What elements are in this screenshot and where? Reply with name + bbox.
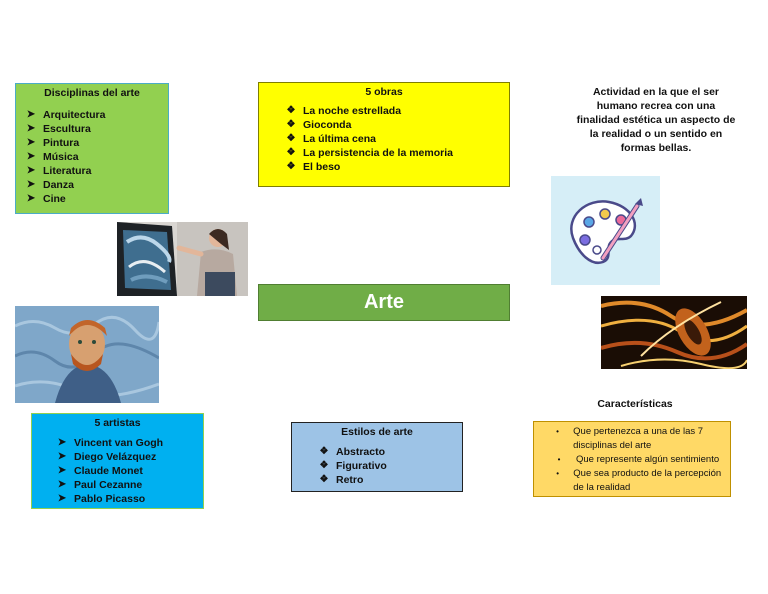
arrow-bullet-icon: ➤: [56, 436, 68, 450]
list-item: ➤Pablo Picasso: [56, 492, 197, 506]
arrow-bullet-icon: ➤: [56, 478, 68, 492]
arrow-bullet-icon: ➤: [25, 122, 37, 136]
estilos-title: Estilos de arte: [298, 426, 456, 438]
abstract-violin-art: [601, 296, 747, 369]
artistas-title: 5 artistas: [38, 417, 197, 429]
list-item: •Que pertenezca a una de las 7 disciplin…: [554, 425, 724, 453]
arrow-bullet-icon: ➤: [25, 108, 37, 122]
disciplinas-box: Disciplinas del arte ➤Arquitectura ➤Escu…: [15, 83, 169, 214]
diamond-bullet-icon: ❖: [285, 146, 297, 160]
list-item: ➤Claude Monet: [56, 464, 197, 478]
arrow-bullet-icon: ➤: [56, 450, 68, 464]
list-item: ❖El beso: [285, 160, 503, 174]
list-item: ➤Paul Cezanne: [56, 478, 197, 492]
diamond-bullet-icon: ❖: [285, 104, 297, 118]
caracteristicas-box: •Que pertenezca a una de las 7 disciplin…: [533, 421, 731, 497]
list-item: ➤Música: [25, 150, 162, 164]
list-item: ➤Diego Velázquez: [56, 450, 197, 464]
list-item: ➤Cine: [25, 192, 162, 206]
arrow-bullet-icon: ➤: [56, 492, 68, 506]
diamond-bullet-icon: ❖: [318, 445, 330, 459]
list-item: ❖Figurativo: [318, 459, 456, 473]
diamond-bullet-icon: ❖: [285, 132, 297, 146]
caracteristicas-title: Características: [575, 398, 695, 410]
list-item: ➤Danza: [25, 178, 162, 192]
diamond-bullet-icon: ❖: [285, 160, 297, 174]
obras-box: 5 obras ❖La noche estrellada ❖Gioconda ❖…: [258, 82, 510, 187]
diamond-bullet-icon: ❖: [318, 473, 330, 487]
list-item: •Que sea producto de la percepción de la…: [554, 467, 724, 495]
list-item: ❖La noche estrellada: [285, 104, 503, 118]
disciplinas-list: ➤Arquitectura ➤Escultura ➤Pintura ➤Músic…: [22, 108, 162, 206]
arrow-bullet-icon: ➤: [25, 150, 37, 164]
list-item: ❖Retro: [318, 473, 456, 487]
dot-bullet-icon: •: [554, 467, 561, 481]
list-item: ❖Gioconda: [285, 118, 503, 132]
estilos-box: Estilos de arte ❖Abstracto ❖Figurativo ❖…: [291, 422, 463, 492]
caracteristicas-list: •Que pertenezca a una de las 7 disciplin…: [540, 425, 724, 495]
obras-list: ❖La noche estrellada ❖Gioconda ❖La últim…: [265, 104, 503, 174]
disciplinas-title: Disciplinas del arte: [22, 87, 162, 99]
list-item: ➤Vincent van Gogh: [56, 436, 197, 450]
definicion-text: Actividad en la que el ser humano recrea…: [575, 85, 737, 155]
list-item: •Que represente algún sentimiento: [554, 453, 724, 467]
arrow-bullet-icon: ➤: [25, 136, 37, 150]
arrow-bullet-icon: ➤: [56, 464, 68, 478]
arte-center-box: Arte: [258, 284, 510, 321]
list-item: ❖La última cena: [285, 132, 503, 146]
artistas-list: ➤Vincent van Gogh ➤Diego Velázquez ➤Clau…: [38, 436, 197, 506]
van-gogh-self-portrait: [15, 306, 159, 403]
obras-title: 5 obras: [265, 86, 503, 98]
list-item: ➤Arquitectura: [25, 108, 162, 122]
list-item: ❖La persistencia de la memoria: [285, 146, 503, 160]
diamond-bullet-icon: ❖: [318, 459, 330, 473]
list-item: ➤Escultura: [25, 122, 162, 136]
paint-palette-icon: [551, 176, 660, 285]
list-item: ❖Abstracto: [318, 445, 456, 459]
estilos-list: ❖Abstracto ❖Figurativo ❖Retro: [298, 445, 456, 487]
arrow-bullet-icon: ➤: [25, 178, 37, 192]
woman-painting-photo: [117, 222, 248, 296]
artistas-box: 5 artistas ➤Vincent van Gogh ➤Diego Velá…: [31, 413, 204, 509]
arrow-bullet-icon: ➤: [25, 164, 37, 178]
arrow-bullet-icon: ➤: [25, 192, 37, 206]
list-item: ➤Pintura: [25, 136, 162, 150]
dot-bullet-icon: •: [554, 453, 564, 467]
dot-bullet-icon: •: [554, 425, 561, 439]
diamond-bullet-icon: ❖: [285, 118, 297, 132]
list-item: ➤Literatura: [25, 164, 162, 178]
